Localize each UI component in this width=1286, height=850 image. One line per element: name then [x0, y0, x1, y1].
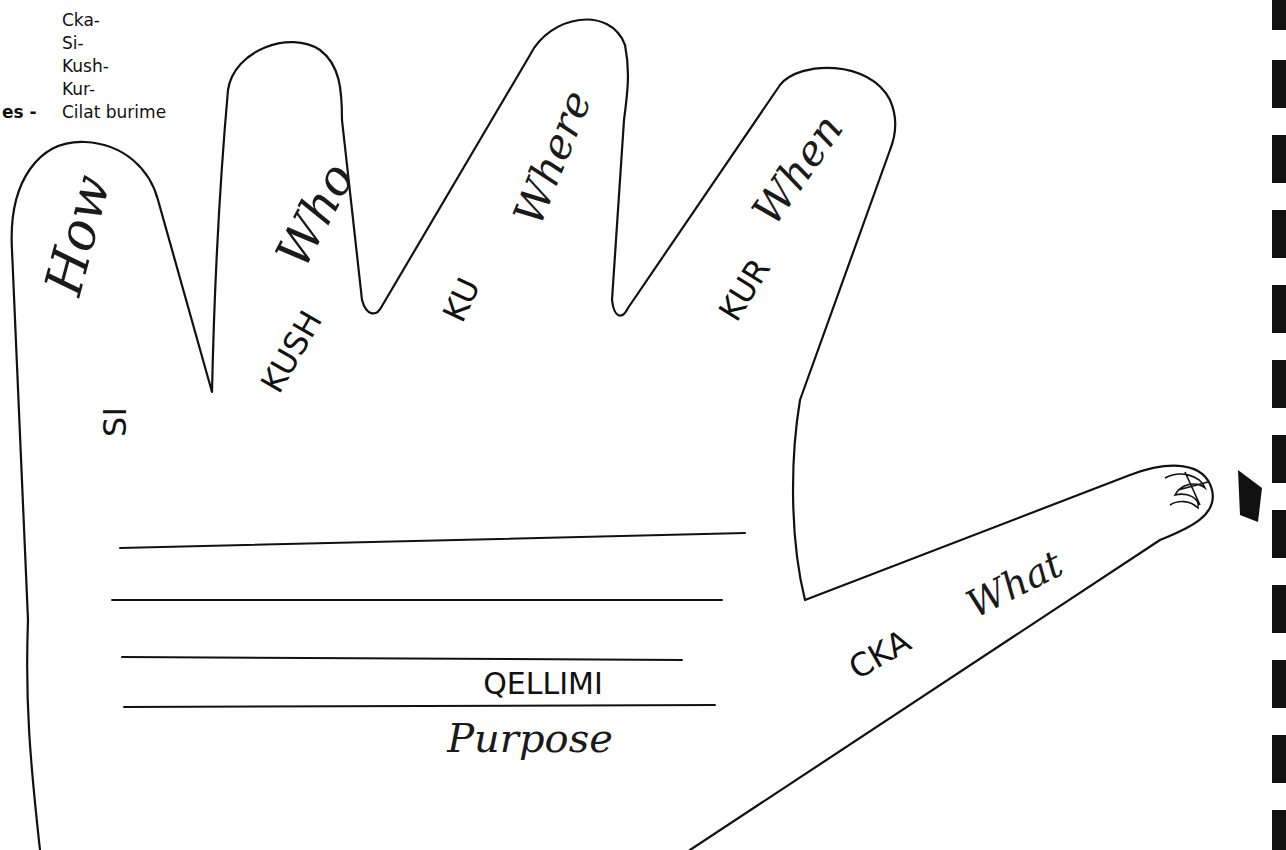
binder-mark [1272, 60, 1286, 108]
palm-line [124, 705, 715, 707]
palm-line [112, 599, 722, 601]
question-word: CKA [843, 624, 917, 687]
handwritten-word: Where [505, 84, 600, 231]
list-item: Kur- [62, 80, 95, 99]
binder-mark [1272, 585, 1286, 633]
list-item: Si- [62, 34, 84, 53]
list-item: Cka- [62, 11, 100, 30]
handwritten-word: Who [266, 154, 364, 275]
list-item: Kush- [62, 57, 109, 76]
question-word: KU [437, 273, 487, 327]
question-word: SI [98, 407, 133, 437]
binder-mark [1272, 660, 1286, 708]
binder-mark [1272, 0, 1286, 30]
palm-lines [112, 533, 745, 707]
handwritten-word: Purpose [447, 716, 613, 760]
palm-line [120, 533, 745, 548]
corner-mark [1238, 470, 1262, 522]
binder-mark [1272, 810, 1286, 850]
binder-mark [1272, 735, 1286, 783]
palm-heading: QELLIMI [483, 667, 603, 700]
hand-outline [12, 20, 1213, 850]
handwritten-word: How [35, 169, 122, 301]
list-item: Cilat burime [62, 103, 166, 122]
binder-mark [1272, 510, 1286, 558]
question-word: KUR [713, 253, 778, 327]
binder-mark [1272, 360, 1286, 408]
question-word: KUSH [255, 305, 329, 399]
handwritten-word: When [744, 107, 852, 234]
binder-mark [1272, 210, 1286, 258]
handwritten-word: What [960, 543, 1069, 626]
binder-marks [1272, 0, 1286, 850]
list-prefix: es - [2, 103, 37, 122]
binder-mark [1272, 435, 1286, 483]
thumb-scribble [1165, 472, 1208, 508]
binder-mark [1272, 135, 1286, 183]
palm-line [122, 657, 682, 660]
binder-mark [1272, 285, 1286, 333]
